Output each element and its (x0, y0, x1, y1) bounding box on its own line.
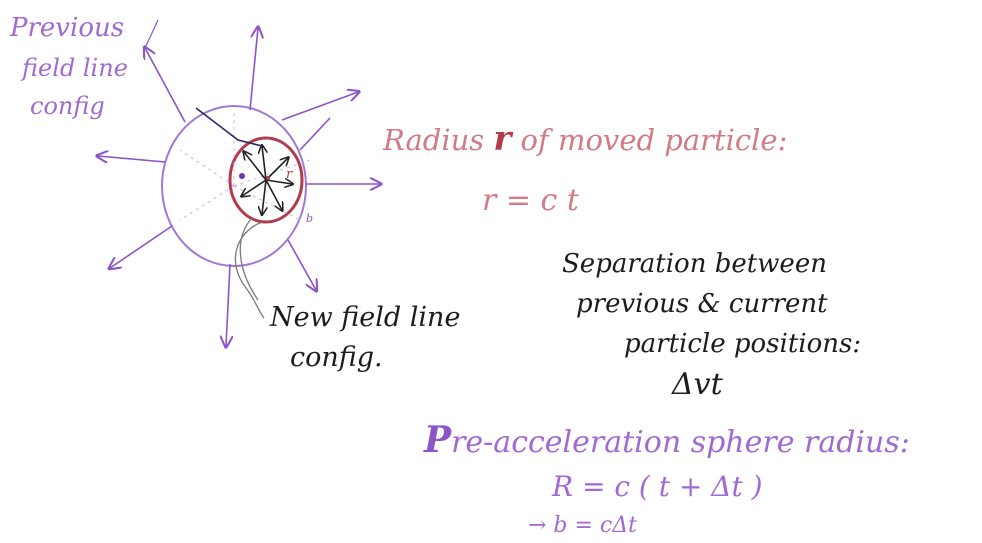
previous-config-label-line1: Previous (9, 13, 124, 43)
pre-accel-equation: R = c ( t + Δt ) (551, 470, 763, 503)
pre-acceleration-sphere (161, 105, 307, 267)
separation-equation: Δvt (671, 367, 724, 402)
moved-particle-sphere (228, 136, 304, 224)
field-line-up-left (145, 48, 186, 123)
kinked-field-line (195, 107, 263, 147)
field-line-down-left (110, 225, 173, 268)
pre-accel-rest: re-acceleration sphere radius: (451, 425, 910, 460)
new-config-line1: New field line (269, 302, 460, 333)
field-line-down (226, 263, 230, 346)
new-config-pointer (234, 217, 265, 319)
separation-line1: Separation between (562, 249, 827, 279)
radius-title: Radius r of moved particle: (382, 119, 787, 159)
pre-accel-title: Pre-acceleration sphere radius: (423, 419, 910, 461)
previous-config-label-line2: field line (20, 54, 128, 82)
field-line-up-right (281, 92, 358, 121)
small-r-label: r (286, 167, 293, 182)
radius-equation: r = c t (482, 183, 580, 218)
field-line-up (249, 28, 258, 111)
previous-config-label-line3: config (30, 92, 105, 120)
b-equation: → b = cΔt (528, 513, 637, 538)
radius-title-pre: Radius (382, 123, 493, 157)
field-line-down-right (287, 239, 316, 290)
radius-title-post: of moved particle: (511, 123, 787, 157)
previous-particle (239, 173, 245, 179)
previous-field-lines (98, 28, 380, 346)
separation-line3: particle positions: (624, 329, 861, 359)
pre-accel-initial: P (423, 419, 452, 461)
field-line-left (98, 156, 166, 162)
separation-line2: previous & current (576, 289, 828, 319)
radius-symbol: r (493, 119, 513, 159)
small-b-label: b (306, 212, 313, 225)
new-config-line2: config. (290, 342, 383, 373)
current-particle (266, 176, 270, 180)
field-line-extension (144, 19, 159, 49)
field-line-right-up (299, 117, 331, 151)
faint-radial-lines (179, 110, 311, 221)
new-field-lines (242, 146, 292, 214)
